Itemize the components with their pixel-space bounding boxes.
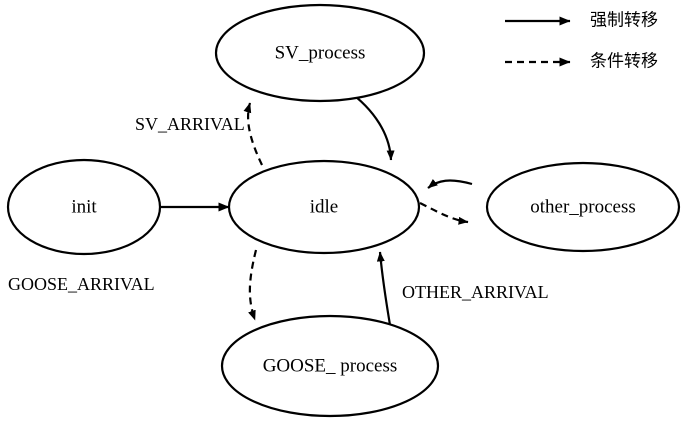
edge-label-goose-arrival: GOOSE_ARRIVAL	[8, 274, 155, 294]
edge-other-process-to-idle	[427, 178, 473, 189]
edge-label-sv-arrival: SV_ARRIVAL	[135, 114, 245, 134]
node-sv-process-label: SV_process	[275, 42, 366, 63]
legend-label-forced-transition: 强制转移	[590, 10, 658, 29]
legend: 强制转移 条件转移	[505, 10, 658, 70]
node-init[interactable]: init	[6, 158, 162, 256]
node-sv-process[interactable]: SV_process	[214, 3, 426, 103]
edge-label-other-arrival: OTHER_ARRIVAL	[402, 282, 549, 302]
node-idle[interactable]: idle	[227, 159, 421, 255]
node-goose-process-label: GOOSE_ process	[263, 355, 398, 376]
node-goose-process[interactable]: GOOSE_ process	[220, 314, 440, 418]
node-idle-label: idle	[310, 196, 339, 217]
node-other-process-label: other_process	[530, 196, 636, 217]
legend-item-conditional-transition: 条件转移	[505, 51, 658, 70]
edge-idle-to-other-process	[419, 202, 469, 225]
edge-idle-to-sv-process	[243, 102, 263, 166]
legend-label-conditional-transition: 条件转移	[590, 51, 658, 70]
edge-goose-process-to-idle	[376, 251, 392, 326]
node-other-process[interactable]: other_process	[485, 161, 681, 253]
edge-idle-to-goose-process	[248, 249, 258, 321]
edge-sv-process-to-idle	[346, 89, 395, 161]
node-init-label: init	[71, 196, 97, 217]
legend-item-forced-transition: 强制转移	[505, 10, 658, 29]
